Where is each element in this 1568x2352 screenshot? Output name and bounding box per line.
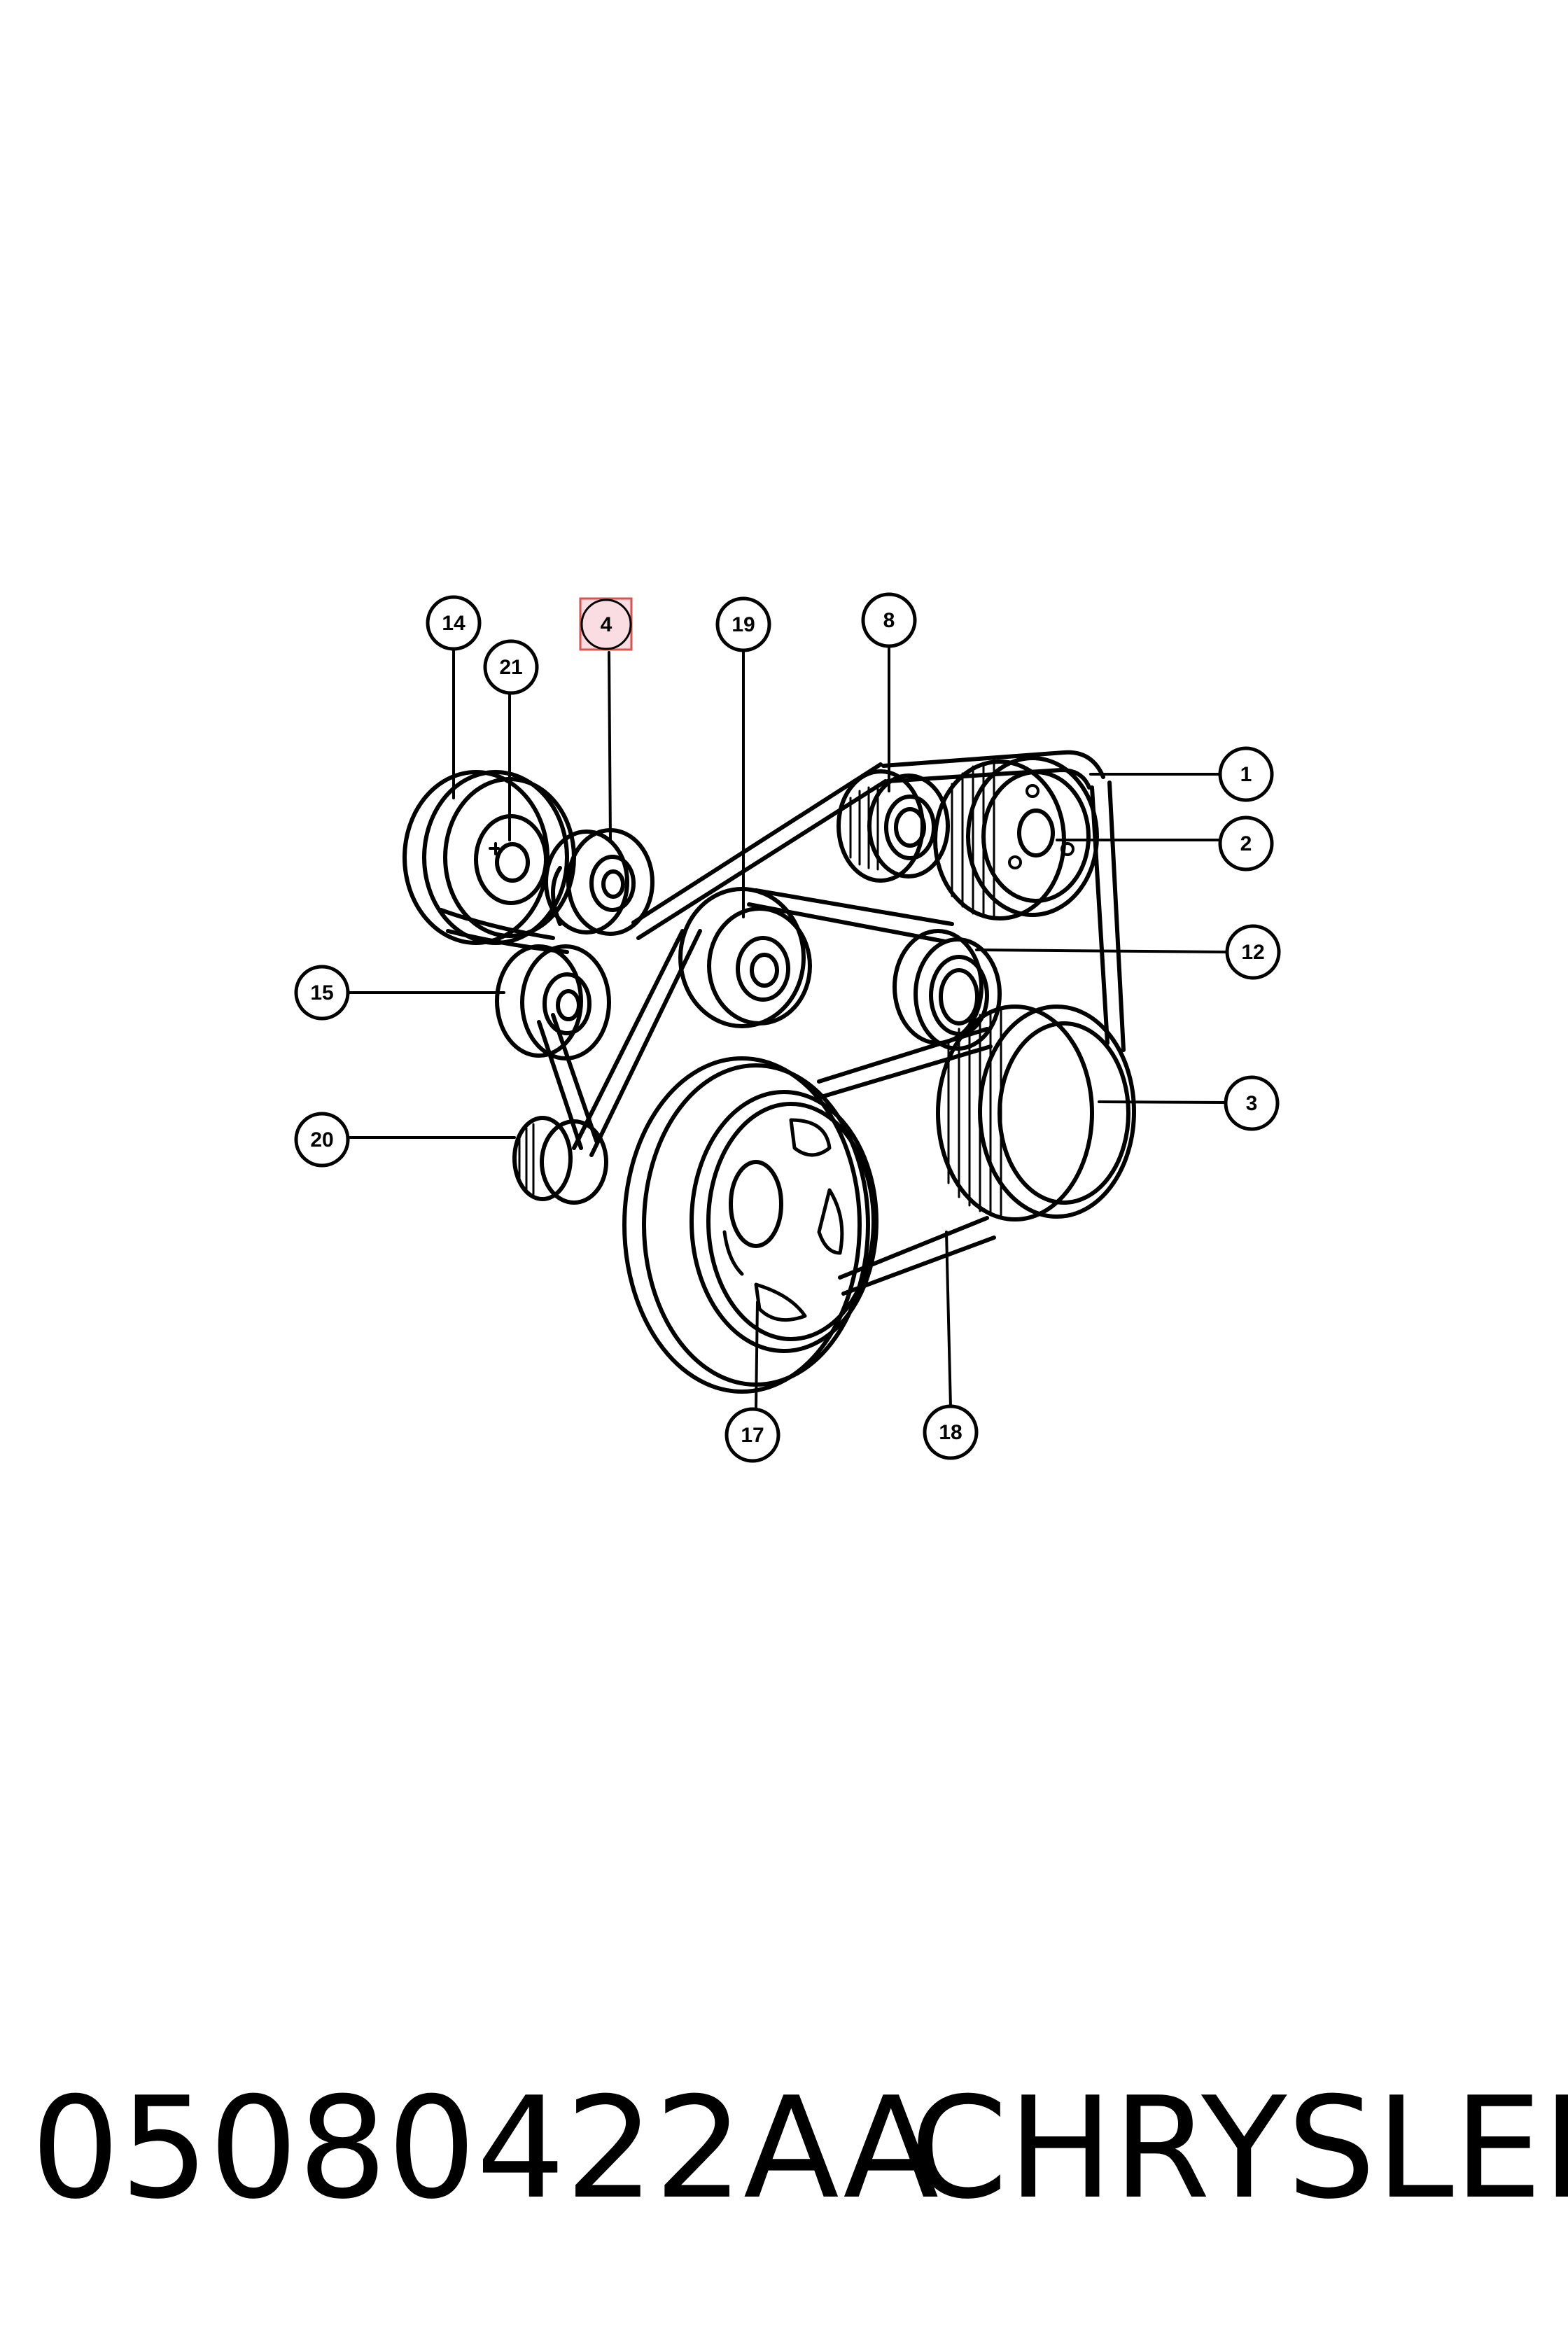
- callout-label: 17: [741, 1424, 764, 1447]
- part-number: 05080422AA: [31, 2067, 939, 2230]
- callout-label: 1: [1240, 763, 1252, 786]
- callout-2: 2: [1218, 816, 1274, 872]
- callout-15: 15: [294, 965, 350, 1021]
- callout-label: 12: [1241, 941, 1264, 964]
- caption: 05080422AA CHRYSLER: [0, 2058, 1568, 2240]
- callout-21: 21: [483, 639, 539, 695]
- callout-label: 20: [310, 1128, 333, 1152]
- pulley-14: [402, 770, 576, 945]
- crankshaft-pulley-17: [622, 1056, 878, 1394]
- callout-20: 20: [294, 1112, 350, 1168]
- pulley-20: [512, 1116, 608, 1205]
- pulley-3: [936, 1004, 1136, 1222]
- callout-label: 4: [601, 613, 612, 636]
- pulley-19: [678, 887, 812, 1028]
- callout-19: 19: [715, 596, 771, 652]
- callout-14: 14: [426, 595, 482, 651]
- callout-label: 14: [442, 612, 465, 635]
- callout-label: 8: [883, 609, 895, 632]
- callout-label: 19: [732, 613, 755, 636]
- callout-label: 3: [1246, 1092, 1258, 1115]
- callout-bubbles: 14 21 4 19 8 1 2 12: [294, 592, 1281, 1463]
- pulley-15: [495, 944, 611, 1060]
- idler-pulley-4: [544, 828, 654, 936]
- tensioner-8: [836, 769, 950, 883]
- brand-name: CHRYSLER: [910, 2067, 1568, 2230]
- callout-18: 18: [923, 1404, 979, 1460]
- callout-12: 12: [1225, 924, 1281, 980]
- callout-leaders: [345, 645, 1228, 1410]
- callout-1: 1: [1218, 746, 1274, 802]
- callout-4[interactable]: 4: [579, 597, 633, 651]
- callout-17: 17: [724, 1407, 780, 1463]
- callout-label: 15: [310, 981, 333, 1004]
- callout-8: 8: [861, 592, 917, 648]
- callout-label: 2: [1240, 832, 1252, 855]
- callout-label: 21: [499, 656, 522, 679]
- callout-label: 18: [939, 1421, 962, 1444]
- pulley-1: [933, 756, 1099, 920]
- callout-3: 3: [1224, 1075, 1280, 1131]
